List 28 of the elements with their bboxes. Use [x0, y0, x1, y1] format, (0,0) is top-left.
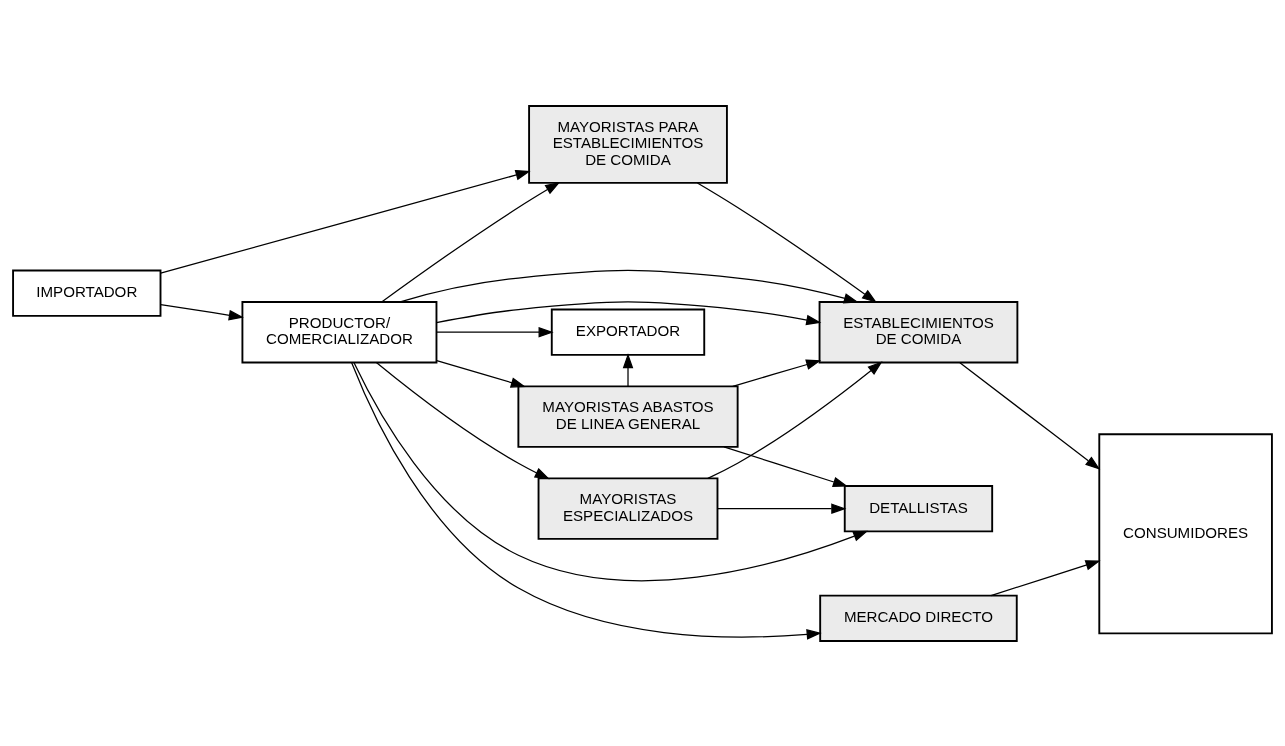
arrow	[707, 360, 883, 479]
arrow	[990, 559, 1101, 596]
node-box: EXPORTADOR	[550, 308, 706, 356]
arrow	[350, 361, 822, 640]
node-box: DETALLISTAS	[843, 484, 994, 532]
arrow	[436, 326, 554, 338]
arrow	[436, 359, 526, 388]
node-box: PRODUCTOR/ COMERCIALIZADOR	[241, 300, 438, 363]
node-box: MAYORISTAS PARA ESTABLECIMIENTOS DE COMIDA	[528, 104, 728, 184]
arrow	[160, 303, 244, 320]
node-box: CONSUMIDORES	[1098, 432, 1273, 634]
arrow	[717, 502, 847, 514]
node-box: MERCADO DIRECTO	[819, 594, 1018, 642]
arrow	[732, 359, 822, 387]
arrow	[435, 300, 822, 325]
arrow	[622, 352, 634, 387]
arrow	[375, 361, 550, 479]
arrow	[160, 169, 531, 274]
arrow	[353, 361, 869, 581]
node-box: IMPORTADOR	[12, 269, 162, 317]
node-box: ESTABLECIMIENTOS DE COMIDA	[818, 300, 1019, 363]
node-box: MAYORISTAS ESPECIALIZADOS	[537, 476, 719, 540]
arrow	[381, 181, 561, 303]
node-box: MAYORISTAS ABASTOS DE LINEA GENERAL	[517, 384, 739, 448]
arrow	[959, 361, 1101, 470]
arrow	[696, 181, 877, 303]
arrow	[399, 269, 859, 303]
arrow	[723, 445, 849, 487]
